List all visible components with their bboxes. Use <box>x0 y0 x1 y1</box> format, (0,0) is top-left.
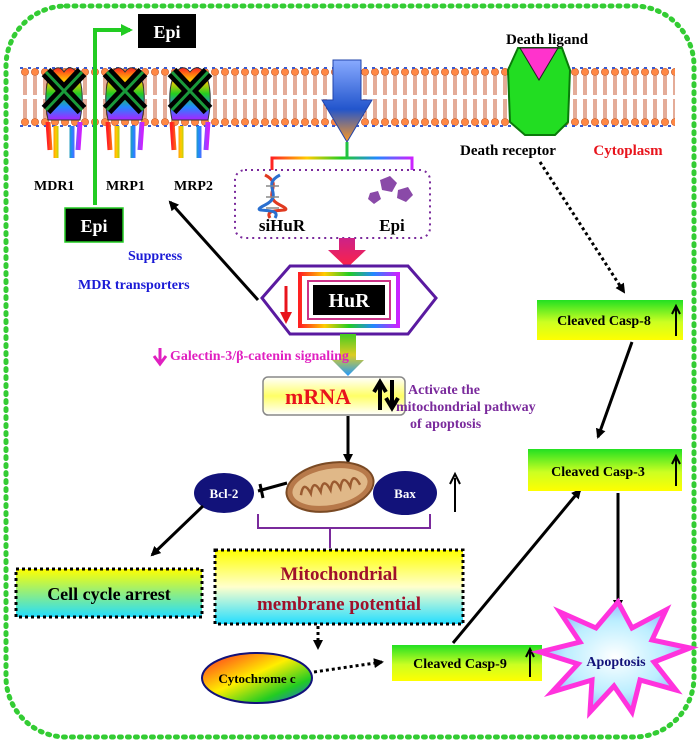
mitochondrion-icon <box>285 461 375 513</box>
death-ligand-label: Death ligand <box>506 32 589 48</box>
suppress-line-1: Suppress <box>128 249 183 264</box>
galectin-down-arrow <box>152 348 168 367</box>
death-receptor-label: Death receptor <box>460 143 556 159</box>
apoptosis-starburst <box>530 597 699 719</box>
casp3-label: Cleaved Casp-3 <box>551 465 645 480</box>
bcl2-node <box>194 473 254 513</box>
epi-extracellular-box <box>138 14 196 48</box>
mrna-label: mRNA <box>285 384 351 409</box>
bax-label: Bax <box>394 486 416 501</box>
death-receptor-icon <box>506 47 572 136</box>
drug-entry-arrow <box>321 59 373 143</box>
epirubicin-molecule-icon <box>368 176 413 204</box>
hur-box <box>313 285 385 315</box>
hur-rainbow-frame <box>298 272 400 328</box>
epi-intracellular-label: Epi <box>80 216 107 236</box>
casp8-to-casp3-arrow <box>595 341 634 439</box>
casp9-up-arrow <box>525 646 535 677</box>
casp8-up-arrow <box>671 303 681 336</box>
transporter-mrp2 <box>167 67 213 158</box>
mrna-up-down-arrows-icon <box>372 378 400 412</box>
cytochrome-c-node <box>201 652 313 704</box>
hur-down-regulation-arrow <box>280 312 292 324</box>
transporter-mrp1 <box>102 67 148 158</box>
cytoplasm-label: Cytoplasm <box>593 143 663 159</box>
death-ligand-icon <box>519 47 559 81</box>
sihur-label: siHuR <box>259 216 306 235</box>
casp9-box <box>392 645 542 681</box>
cell-boundary-frame <box>3 3 697 740</box>
cell-cycle-arrest-box <box>14 567 204 619</box>
hur-to-transporters-arrow <box>168 200 260 302</box>
hur-label: HuR <box>328 290 370 312</box>
activate-line-1: Activate the <box>408 383 480 398</box>
mrp1-label: MRP1 <box>106 179 145 194</box>
treatment-box <box>234 169 431 239</box>
casp3-box <box>528 449 682 491</box>
casp8-label: Cleaved Casp-8 <box>557 314 651 329</box>
suppress-line-2: MDR transporters <box>78 278 190 293</box>
cell-cycle-arrest-label: Cell cycle arrest <box>47 584 171 604</box>
bcl2-to-arrest-arrow <box>150 504 205 557</box>
mrp2-label: MRP2 <box>174 179 213 194</box>
hur-to-mrna-arrow <box>332 334 364 376</box>
galectin-signaling-label: Galectin-3/β-catenin signaling <box>170 349 349 364</box>
transporter-mdr1 <box>41 67 87 158</box>
casp9-label: Cleaved Casp-9 <box>413 657 507 672</box>
casp3-up-arrow <box>671 453 681 486</box>
epi-drug-label: Epi <box>379 216 405 235</box>
bax-node <box>373 471 437 515</box>
mito-inhibits-bcl2 <box>257 481 288 499</box>
bcl2-label: Bcl-2 <box>210 486 239 501</box>
epi-efflux-arrow <box>93 24 133 205</box>
mmp-box <box>213 548 465 626</box>
receptor-to-casp8-arrow <box>538 161 626 294</box>
cytochrome-c-label: Cytochrome c <box>218 671 296 686</box>
activate-line-3: of apoptosis <box>410 417 482 432</box>
sihur-dna-icon <box>257 173 288 219</box>
activate-line-2: mitochondrial pathway <box>396 400 536 415</box>
cytochrome-to-casp9-arrow <box>313 658 384 674</box>
treatment-to-hur-arrow <box>328 238 366 268</box>
mrna-box <box>262 376 406 416</box>
apoptosis-label: Apoptosis <box>586 655 646 670</box>
mmp-line-2: membrane potential <box>257 594 421 615</box>
casp8-box <box>537 300 683 340</box>
treatment-bracket <box>270 142 414 170</box>
bax-up-arrow <box>449 471 461 512</box>
mdr1-label: MDR1 <box>34 179 74 194</box>
epi-extracellular-label: Epi <box>153 22 180 42</box>
epi-intracellular-box <box>64 207 124 243</box>
bcl2-bax-bracket <box>257 514 431 548</box>
casp9-to-casp3-arrow <box>451 488 582 644</box>
mmp-line-1: Mitochondrial <box>280 564 397 585</box>
